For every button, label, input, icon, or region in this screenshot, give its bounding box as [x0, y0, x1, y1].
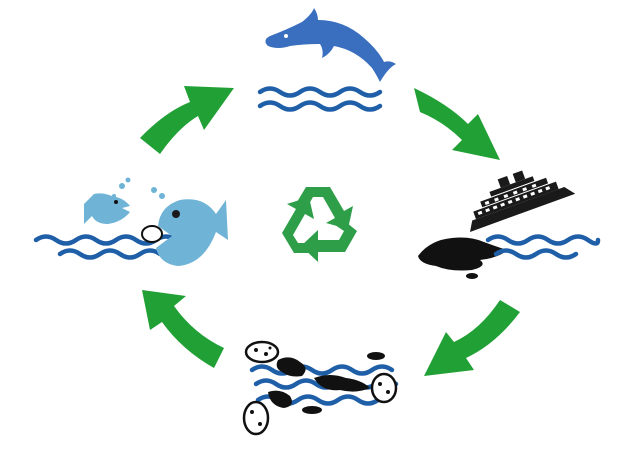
bacteria-stage: [242, 340, 399, 436]
oil-spill-stage: [418, 170, 601, 279]
arrow-to-dolphin: [140, 86, 234, 154]
big-fish-icon: [156, 199, 228, 266]
arrow-to-bacteria: [424, 300, 520, 376]
waves-top: [257, 86, 383, 112]
bubbles: [112, 177, 165, 199]
arrow-to-fish: [142, 290, 224, 368]
sinking-ship-icon: [470, 170, 576, 232]
big-fish-eye: [172, 210, 180, 218]
dolphin-eye: [284, 34, 288, 38]
recycle-icon: [282, 187, 357, 262]
oil-drop: [466, 273, 478, 279]
eaten-bacterium: [141, 225, 163, 243]
cycle-arrows: [140, 86, 520, 376]
small-fish-icon: [84, 193, 130, 224]
healthy-sea-stage: [257, 8, 396, 112]
waves-right: [485, 234, 601, 260]
bacteria-icon: [242, 340, 398, 436]
oil-slick: [418, 237, 508, 271]
bacteria-dots: [250, 346, 390, 426]
arrow-to-ship: [414, 88, 500, 160]
fish-stage: [33, 177, 228, 266]
small-fish-eye: [114, 200, 118, 204]
dolphin-icon: [265, 8, 396, 82]
oil-blobs: [268, 352, 385, 414]
